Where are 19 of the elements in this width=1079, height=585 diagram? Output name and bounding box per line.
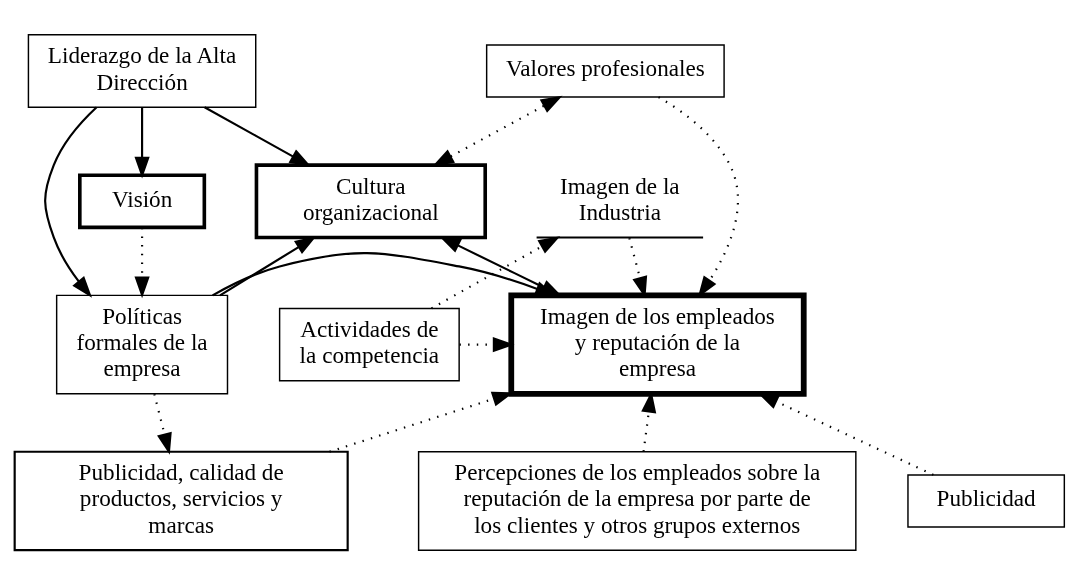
node-box: Políticas formales de la empresa: [55, 294, 229, 395]
node-box: Liderazgo de la Alta Dirección: [27, 34, 257, 108]
node-box: Imagen de los empleados y reputación de la empresa: [508, 292, 807, 397]
node-box: Valores profesionales: [485, 44, 725, 98]
arrow: [153, 393, 172, 455]
node-box: Visión: [78, 173, 207, 230]
arrow: [219, 236, 317, 297]
arrow: [134, 107, 150, 179]
arrow: [432, 95, 563, 167]
node-box: Actividades de la competencia: [278, 307, 460, 382]
arrow: [204, 106, 312, 167]
node-text: Imagen de la Industria: [560, 172, 680, 225]
node-box: Publicidad, calidad de productos, servicios y marcas: [13, 450, 349, 552]
arrow: [134, 227, 150, 299]
node-box: Cultura organizacional: [254, 163, 487, 240]
arrow: [44, 106, 98, 298]
node-box: Percepciones de los empleados sobre la reputación de la empresa por parte de los clientes y otros grupos externos: [417, 451, 857, 551]
node-box: Publicidad: [907, 474, 1066, 528]
arrow: [459, 337, 515, 353]
